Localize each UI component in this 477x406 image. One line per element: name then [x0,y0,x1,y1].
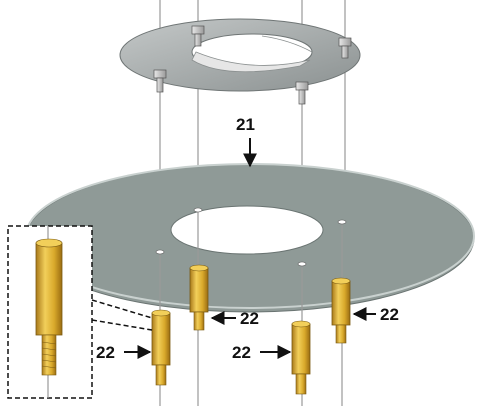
callout-22-upper-right-label: 22 [380,305,399,324]
callout-22-lower-right-label: 22 [232,343,251,362]
standoff-lower-right [291,320,311,395]
standoff-lower-left [151,309,171,386]
ring-screw [338,37,352,59]
ring-screw [295,81,309,105]
callout-22-upper-left-label: 22 [240,309,259,328]
plate-hole [155,207,347,267]
callout-21-label: 21 [236,115,255,134]
ring-screw [191,25,205,47]
plate-21 [25,163,475,313]
callout-21: 21 [236,115,257,168]
callout-22-lower-right: 22 [232,343,292,362]
mounting-ring [119,18,361,92]
callout-22-lower-left-label: 22 [96,343,115,362]
standoff-upper-left [189,264,209,331]
ring-screw [153,69,167,93]
detail-inset [7,225,153,399]
callout-22-upper-left: 22 [210,309,259,328]
standoff-upper-right [331,277,351,344]
callout-22-upper-right: 22 [352,305,399,324]
callout-22-lower-left: 22 [96,343,152,362]
